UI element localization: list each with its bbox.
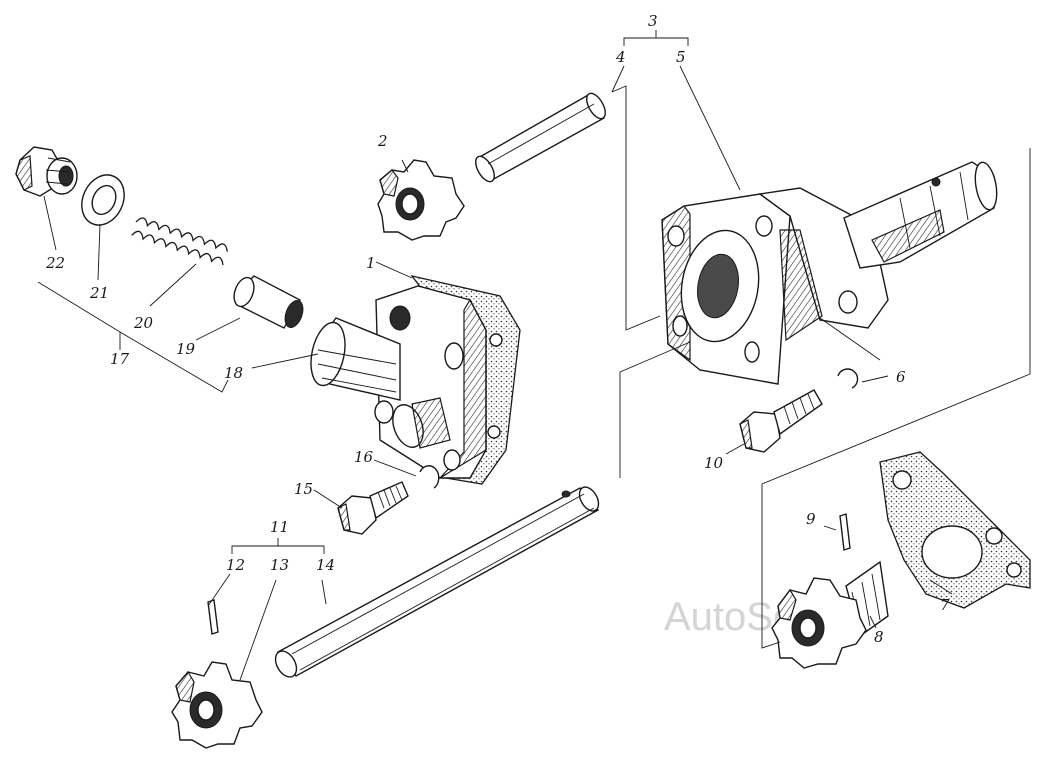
- part-19-plunger: [233, 275, 304, 329]
- part-16-lock-washer: [419, 465, 440, 489]
- label-3: 3: [648, 12, 658, 30]
- label-20: 20: [133, 314, 154, 332]
- part-12-pin: [207, 599, 219, 635]
- label-4: 4: [615, 48, 626, 66]
- label-22: 22: [45, 254, 65, 272]
- label-16: 16: [354, 448, 374, 466]
- label-17: 17: [110, 350, 130, 368]
- callout-labels: 1 2 3 4 5 6 7 8 9 10 11 12 13 14 15 16 1…: [45, 12, 950, 646]
- label-14: 14: [316, 556, 335, 574]
- label-11: 11: [270, 518, 289, 536]
- label-12: 12: [226, 556, 245, 574]
- label-2: 2: [377, 132, 388, 150]
- label-8: 8: [874, 628, 884, 646]
- label-6: 6: [896, 368, 906, 386]
- label-1: 1: [366, 254, 376, 272]
- leader-lines: [43, 65, 953, 681]
- part-2-gear: [377, 159, 465, 241]
- part-22-plug-nut: [15, 146, 78, 197]
- label-21: 21: [89, 284, 109, 302]
- part-4-axle: [475, 92, 606, 183]
- part-20-spring: [131, 217, 228, 266]
- group-lines: [37, 30, 1031, 649]
- part-15-bolt: [337, 481, 409, 535]
- part-7-gasket: [879, 451, 1031, 609]
- part-13-gear: [171, 661, 263, 749]
- part-6-lock-washer: [837, 368, 859, 389]
- part-8-drive-gear: [771, 560, 889, 669]
- label-7: 7: [940, 596, 950, 614]
- part-10-bolt: [739, 389, 823, 453]
- part-21-washer: [81, 174, 125, 226]
- part-14-drive-shaft: [274, 486, 600, 678]
- label-9: 9: [806, 510, 816, 528]
- label-19: 19: [176, 340, 196, 358]
- label-15: 15: [294, 480, 313, 498]
- part-1-pump-cover: [310, 274, 521, 485]
- label-18: 18: [224, 364, 243, 382]
- part-9-pin: [839, 513, 851, 551]
- part-5-pump-body: [661, 161, 998, 385]
- label-13: 13: [270, 556, 289, 574]
- label-5: 5: [676, 48, 686, 66]
- label-10: 10: [704, 454, 724, 472]
